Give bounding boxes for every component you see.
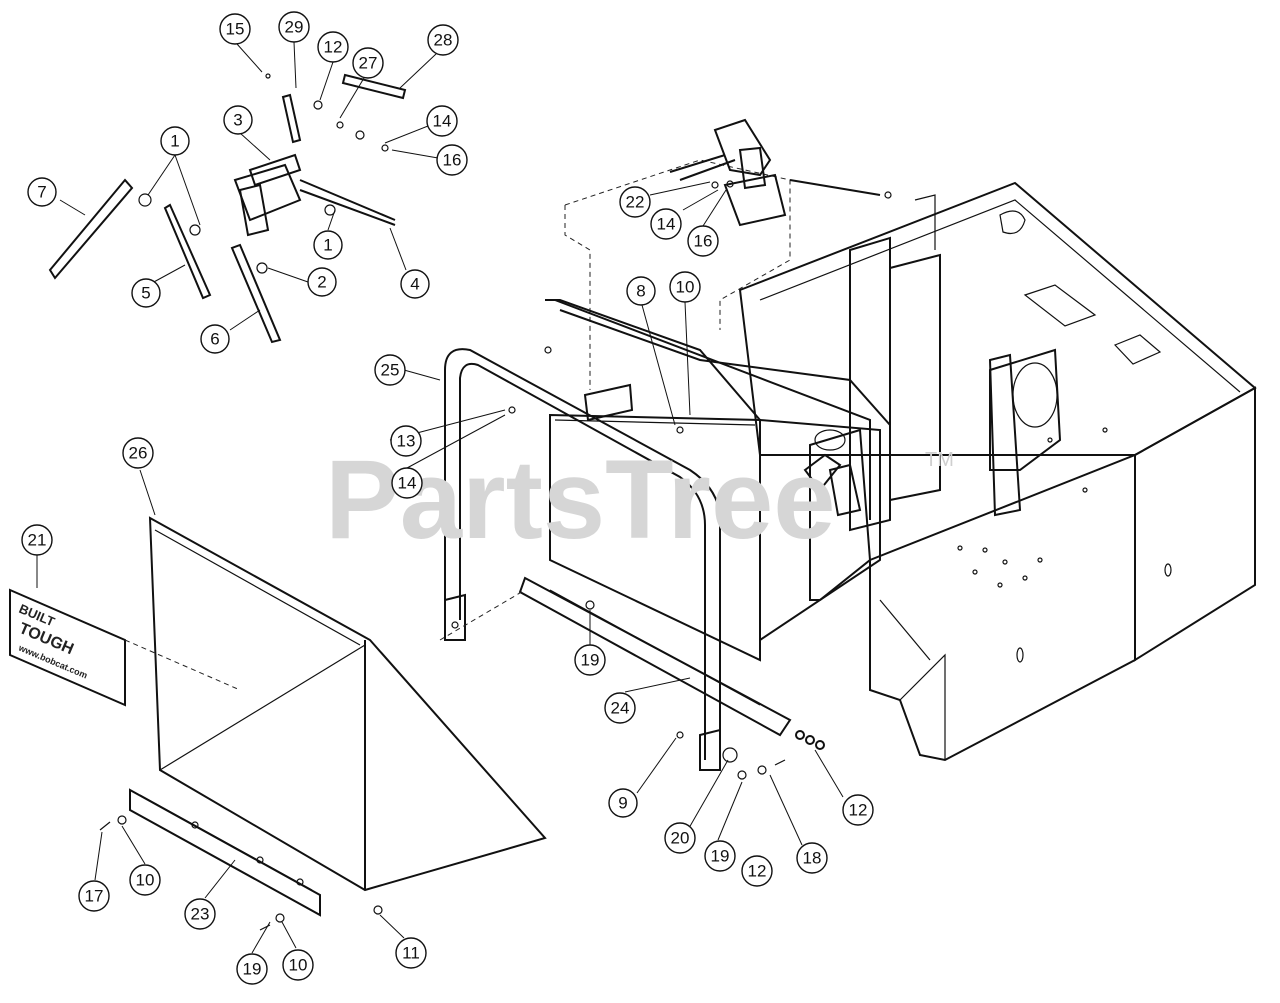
- callout-28: 28: [427, 24, 459, 56]
- callout-5: 5: [131, 278, 161, 308]
- svg-text:11: 11: [402, 944, 420, 963]
- svg-text:1: 1: [323, 236, 332, 255]
- callout-16: 16: [687, 225, 719, 257]
- decal-plate: BUILT TOUGH www.bobcat.com: [9, 588, 241, 707]
- svg-text:14: 14: [433, 112, 452, 131]
- svg-text:29: 29: [285, 18, 304, 37]
- bottom-rail: [129, 788, 321, 917]
- callout-9: 9: [608, 788, 638, 818]
- callout-15: 15: [219, 13, 251, 45]
- callout-13: 13: [390, 425, 422, 457]
- svg-text:2: 2: [317, 273, 326, 292]
- callout-17: 17: [78, 880, 110, 912]
- callout-18: 18: [796, 842, 828, 874]
- callout-2: 2: [307, 267, 337, 297]
- svg-text:16: 16: [694, 232, 713, 251]
- svg-text:8: 8: [636, 282, 645, 301]
- svg-text:5: 5: [141, 284, 150, 303]
- watermark: PartsTree TM: [325, 437, 954, 562]
- svg-text:22: 22: [626, 193, 645, 212]
- callout-24: 24: [604, 692, 636, 724]
- svg-text:16: 16: [443, 151, 462, 170]
- callout-1: 1: [313, 230, 343, 260]
- callout-29: 29: [278, 11, 310, 43]
- callouts: 15 29 12 27 28 14 16 3 1 7 1 5 2 4 6 22 …: [21, 11, 874, 985]
- callout-14: 14: [650, 208, 682, 240]
- callout-3: 3: [223, 105, 253, 135]
- control-tower: [564, 118, 892, 390]
- control-valve-assembly: [669, 118, 892, 227]
- svg-text:14: 14: [657, 215, 676, 234]
- svg-text:13: 13: [397, 432, 416, 451]
- callout-14: 14: [391, 467, 423, 499]
- callout-10: 10: [282, 949, 314, 981]
- callout-27: 27: [352, 47, 384, 79]
- svg-text:25: 25: [381, 361, 400, 380]
- svg-text:6: 6: [210, 330, 219, 349]
- callout-19: 19: [574, 644, 606, 676]
- side-rail: [439, 576, 825, 750]
- callout-19: 19: [236, 953, 268, 985]
- callout-7: 7: [27, 177, 57, 207]
- callout-12: 12: [741, 855, 773, 887]
- callout-25: 25: [374, 354, 406, 386]
- callout-12: 12: [842, 794, 874, 826]
- callout-4: 4: [400, 269, 430, 299]
- callout-21: 21: [21, 524, 53, 556]
- callout-10: 10: [669, 271, 701, 303]
- watermark-trademark: TM: [925, 449, 954, 471]
- callout-23: 23: [184, 898, 216, 930]
- svg-text:9: 9: [618, 794, 627, 813]
- handle-tube: [444, 348, 721, 771]
- svg-text:20: 20: [671, 829, 690, 848]
- hopper-body: [544, 299, 891, 662]
- callout-10: 10: [129, 864, 161, 896]
- svg-text:24: 24: [611, 699, 630, 718]
- callout-16: 16: [436, 144, 468, 176]
- side-shield: [148, 516, 547, 892]
- callout-26: 26: [122, 437, 154, 469]
- chassis-holes: [957, 427, 1172, 663]
- chassis-frame: [738, 181, 1257, 762]
- svg-text:12: 12: [849, 801, 868, 820]
- svg-text:18: 18: [803, 849, 822, 868]
- svg-text:4: 4: [410, 275, 419, 294]
- svg-text:17: 17: [85, 887, 104, 906]
- svg-text:10: 10: [676, 278, 695, 297]
- svg-text:19: 19: [243, 960, 262, 979]
- callout-14: 14: [426, 105, 458, 137]
- callout-12: 12: [317, 31, 349, 63]
- callout-6: 6: [200, 324, 230, 354]
- callout-20: 20: [664, 822, 696, 854]
- callout-8: 8: [626, 276, 656, 306]
- svg-text:3: 3: [233, 111, 242, 130]
- svg-text:14: 14: [398, 474, 417, 493]
- svg-text:23: 23: [191, 905, 210, 924]
- svg-text:10: 10: [136, 871, 155, 890]
- leader-lines: [36, 41, 844, 954]
- linkage-rods: [48, 73, 407, 344]
- hydraulic-valve: [233, 153, 396, 237]
- svg-text:12: 12: [748, 862, 767, 881]
- svg-text:26: 26: [129, 444, 148, 463]
- svg-text:27: 27: [359, 54, 378, 73]
- callout-19: 19: [704, 840, 736, 872]
- callout-1: 1: [160, 126, 190, 156]
- svg-text:12: 12: [324, 38, 343, 57]
- watermark-text: PartsTree: [325, 437, 836, 562]
- svg-text:19: 19: [711, 847, 730, 866]
- svg-text:28: 28: [434, 31, 453, 50]
- callout-11: 11: [395, 937, 427, 969]
- svg-text:10: 10: [289, 956, 308, 975]
- svg-text:19: 19: [581, 651, 600, 670]
- svg-text:1: 1: [170, 132, 179, 151]
- callout-22: 22: [619, 186, 651, 218]
- svg-text:7: 7: [37, 183, 46, 202]
- svg-text:15: 15: [226, 20, 245, 39]
- svg-text:21: 21: [28, 531, 47, 550]
